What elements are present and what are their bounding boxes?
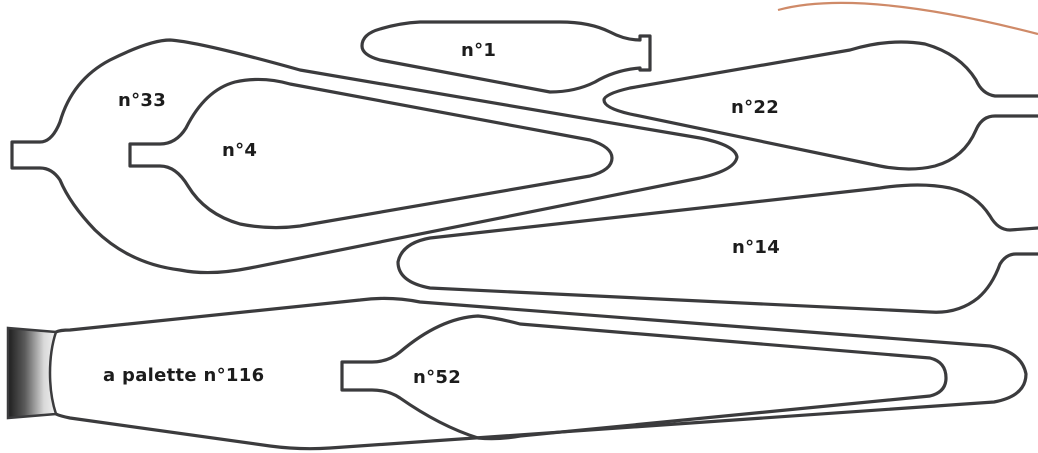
label-palette116: a palette n°116 xyxy=(103,365,265,386)
blade-n52-outline xyxy=(340,314,948,441)
blade-n1-outline xyxy=(360,20,652,94)
label-n22: n°22 xyxy=(731,97,780,118)
blade-n22-outline xyxy=(602,40,1038,171)
label-n4: n°4 xyxy=(222,140,258,161)
label-n33: n°33 xyxy=(118,90,167,111)
blade-n4-outline xyxy=(128,77,614,230)
label-n14: n°14 xyxy=(732,237,781,258)
palette-ferrule xyxy=(6,326,58,420)
label-n52: n°52 xyxy=(413,367,462,388)
label-n1: n°1 xyxy=(461,40,497,61)
blade-n14-outline xyxy=(396,183,1038,314)
arc-accent xyxy=(777,1,1038,36)
blade-n33-outline xyxy=(10,38,739,275)
blade-palette116-outline xyxy=(54,296,1028,451)
